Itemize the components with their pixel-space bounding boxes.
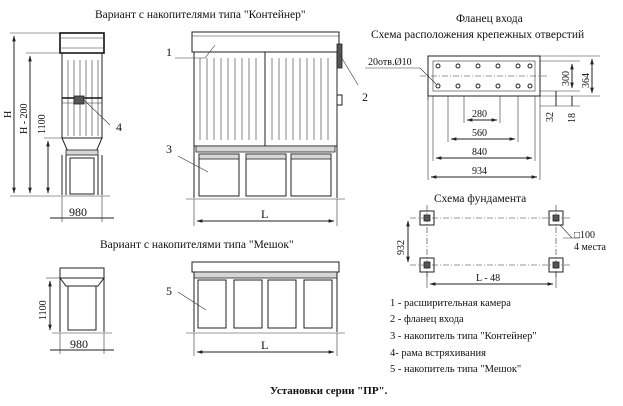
dim-364: 364 [581, 73, 592, 88]
legend: 1 - расширительная камера 2 - фланец вхо… [390, 298, 537, 375]
drawing-caption: Установки серии "ПР". [270, 385, 388, 397]
title-foundation-scheme: Схема фундамента [434, 193, 526, 205]
front-view-bag: L 5 [166, 261, 345, 356]
legend-item-3: 3 - накопитель типа "Контейнер" [390, 331, 537, 342]
legend-item-5: 5 - накопитель типа "Мешок" [390, 364, 521, 375]
legend-item-1: 1 - расширительная камера [390, 298, 511, 309]
dim-32: 32 [545, 112, 556, 122]
callout-3: 3 [166, 142, 172, 156]
title-variant-bag: Вариант с накопителями типа "Мешок" [100, 239, 294, 251]
side-view-bag: 1100 980 [38, 267, 114, 354]
front-view-container: L 1 2 3 [166, 31, 368, 226]
side-view-container: H H - 200 1100 980 4 [3, 32, 122, 222]
callout-1: 1 [166, 45, 172, 59]
dim-300: 300 [561, 71, 572, 86]
dim-H: H [3, 111, 14, 118]
legend-item-4: 4- рама встряхивания [390, 348, 486, 359]
dim-560: 560 [472, 128, 487, 139]
legend-item-2: 2 - фланец входа [390, 314, 464, 325]
dim-932: 932 [396, 240, 407, 255]
callout-2: 2 [362, 90, 368, 104]
title-inlet-flange: Фланец входа [456, 13, 523, 25]
dim-bag-1100: 1100 [38, 300, 49, 320]
dim-L-minus-48: L - 48 [476, 273, 500, 284]
title-hole-scheme: Схема расположения крепежных отверстий [371, 29, 584, 41]
dim-980: 980 [69, 205, 87, 219]
dim-holes: 20отв.Ø10 [368, 57, 412, 68]
dim-pad-size: □100 [574, 230, 595, 241]
foundation-scheme: 932 L - 48 □100 4 места [396, 205, 606, 288]
dim-280: 280 [472, 109, 487, 120]
inlet-flange-view: 20отв.Ø10 280 560 840 934 300 364 18 32 [365, 55, 600, 180]
callout-4: 4 [116, 120, 122, 134]
dim-bag-L: L [261, 338, 268, 352]
dim-934: 934 [472, 166, 487, 177]
dim-18: 18 [567, 113, 578, 123]
callout-5: 5 [166, 284, 172, 298]
dim-840: 840 [472, 147, 487, 158]
dim-L: L [261, 207, 268, 221]
title-variant-container: Вариант с накопителями типа "Контейнер" [95, 9, 306, 21]
dim-1100: 1100 [37, 114, 48, 134]
dim-bag-980: 980 [70, 337, 88, 351]
dim-pad-count: 4 места [574, 242, 606, 253]
dim-H-minus-200: H - 200 [19, 103, 30, 134]
